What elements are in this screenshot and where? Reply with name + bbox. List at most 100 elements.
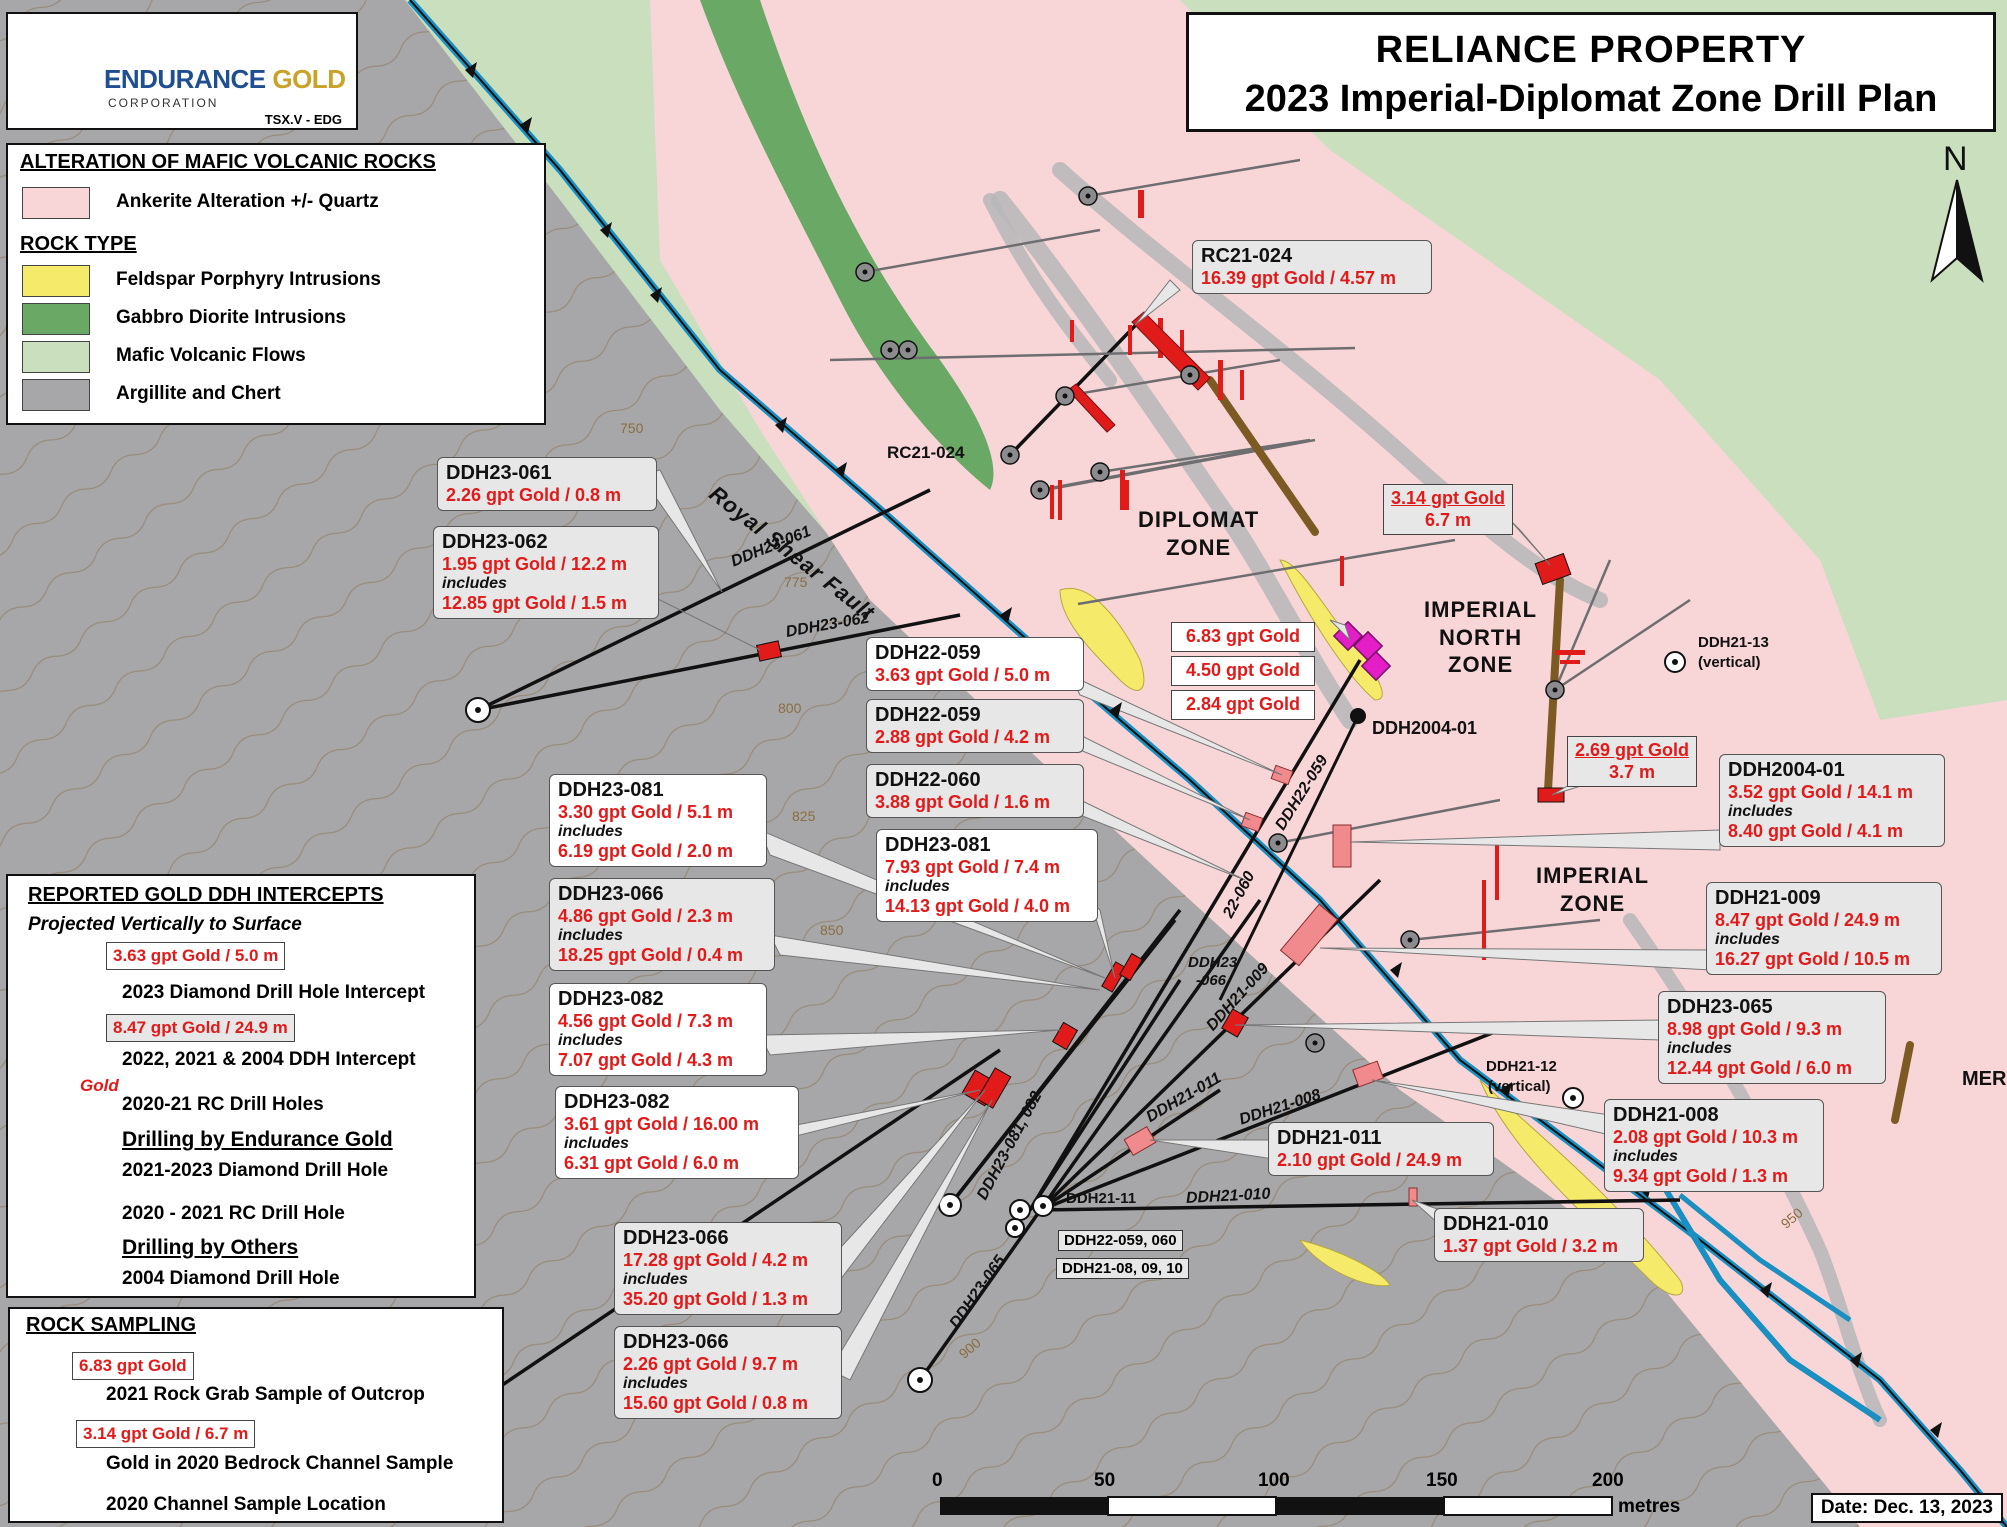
gold-legend-ex1: 3.63 gpt Gold / 5.0 m bbox=[106, 942, 286, 971]
intercept-ddh23-082 bbox=[1051, 1021, 1079, 1051]
rc-bar-3 bbox=[1128, 325, 1132, 355]
diplomat-zone-label: DIPLOMAT ZONE bbox=[1138, 507, 1260, 560]
ddh-collar-dots bbox=[475, 659, 1678, 1383]
intercept-ddh21-011 bbox=[1123, 1126, 1157, 1156]
rc-collar-dots bbox=[862, 193, 1558, 1046]
gold-legend-sub: Projected Vertically to Surface bbox=[28, 914, 302, 935]
callout-ddh23-082a: DDH23-082 4.56 gpt Gold / 7.3 m includes… bbox=[549, 983, 767, 1076]
title-line1: RELIANCE PROPERTY bbox=[1375, 29, 1807, 71]
channel-diplomat bbox=[1206, 376, 1319, 536]
rock-sampling-ex1: 6.83 gpt Gold bbox=[72, 1352, 194, 1381]
rock-legend: ALTERATION OF MAFIC VOLCANIC ROCKS Anker… bbox=[6, 143, 546, 425]
callout-ddh21-011: DDH21-011 2.10 gpt Gold / 24.9 m bbox=[1268, 1122, 1494, 1176]
gold-intercept-legend bbox=[6, 874, 476, 1298]
intercept-ddh21-010 bbox=[1408, 1187, 1418, 1207]
scale-tick-50: 50 bbox=[1094, 1470, 1116, 1491]
hole-label-ddh23-066: DDH23 bbox=[1188, 954, 1238, 971]
callout-ddh23-062: DDH23-062 1.95 gpt Gold / 12.2 m include… bbox=[433, 526, 659, 619]
callout-ddh23-066b: DDH23-066 17.28 gpt Gold / 4.2 m include… bbox=[614, 1222, 842, 1315]
ddh21-12-vertical: (vertical) bbox=[1488, 1078, 1551, 1095]
rc-trace-10 bbox=[1409, 918, 1601, 942]
rc-bar-6 bbox=[1218, 360, 1223, 400]
imperial-north-zone-label: IMPERIAL NORTH ZONE bbox=[1424, 597, 1538, 677]
ddh21-13-label: DDH21-13 bbox=[1698, 634, 1769, 651]
rc-bar-2 bbox=[1070, 320, 1074, 342]
callout-ddh23-061: DDH23-061 2.26 gpt Gold / 0.8 m bbox=[437, 457, 657, 511]
rc-hole-traces bbox=[829, 158, 1691, 942]
logo-ticker: TSX.V - EDG bbox=[264, 112, 342, 127]
rc-trace-11 bbox=[1553, 559, 1612, 691]
rc-trace-4 bbox=[1064, 358, 1281, 398]
rc-bar-15 bbox=[1555, 650, 1585, 655]
callout-ddh21-009: DDH21-009 8.47 gpt Gold / 24.9 m include… bbox=[1706, 882, 1942, 975]
rock-sampling-header: ROCK SAMPLING bbox=[26, 1314, 196, 1336]
rc-trace-8 bbox=[1077, 538, 1456, 606]
intercept-ddh23-065 bbox=[1221, 1008, 1249, 1038]
rc-trace-12 bbox=[1554, 598, 1691, 692]
gabbro-label: Gabbro Diorite Intrusions bbox=[116, 307, 347, 328]
callout-rc21-024: RC21-024 16.39 gpt Gold / 4.57 m bbox=[1192, 240, 1432, 294]
rc-bar-8 bbox=[1120, 470, 1125, 510]
gold-legend-item3: 2020-21 RC Drill Holes bbox=[122, 1094, 324, 1115]
rc-bar-16 bbox=[1560, 660, 1580, 664]
argillite-streak-3 bbox=[983, 193, 1117, 387]
fault-splay-2 bbox=[1678, 1193, 1852, 1323]
drilling-endurance-header: Drilling by Endurance Gold bbox=[122, 1128, 393, 1151]
scale-tick-0: 0 bbox=[932, 1470, 943, 1491]
rc-bar-11 bbox=[1058, 480, 1062, 520]
gold-legend-ex2: 8.47 gpt Gold / 24.9 m bbox=[106, 1014, 295, 1043]
rc21-024-label: RC21-024 bbox=[887, 443, 965, 462]
scale-bar bbox=[940, 1496, 1613, 1516]
mafic-label: Mafic Volcanic Flows bbox=[116, 345, 306, 366]
intercept-ddh21-009 bbox=[1279, 903, 1339, 967]
scale-tick-100: 100 bbox=[1258, 1470, 1290, 1491]
drilling-others-header: Drilling by Others bbox=[122, 1236, 299, 1259]
intercepts-older bbox=[1123, 764, 1418, 1207]
rock-sampling-item3: 2020 Channel Sample Location bbox=[106, 1494, 386, 1515]
intercept-ddh23-062 bbox=[755, 640, 783, 662]
hole-label-ddh23-066b: -066 bbox=[1196, 972, 1227, 989]
logo-corporation: CORPORATION bbox=[108, 96, 219, 110]
gold-legend-bg bbox=[8, 876, 474, 1296]
ankerite-swatch bbox=[22, 187, 90, 219]
trace-ddh21-008 bbox=[1039, 1028, 1501, 1212]
channel-merit bbox=[1891, 1041, 1914, 1124]
royal-shear-fault-edge bbox=[409, 0, 2007, 1527]
gold-legend-item5: 2020 - 2021 RC Drill Hole bbox=[122, 1203, 345, 1224]
rock-sample-3: 2.84 gpt Gold bbox=[1171, 690, 1315, 720]
rc-bar-1 bbox=[1138, 190, 1144, 218]
callout-ddh22-059a: DDH22-059 3.63 gpt Gold / 5.0 m bbox=[866, 637, 1084, 691]
logo-box: ENDURANCE GOLD CORPORATION TSX.V - EDG bbox=[6, 12, 358, 130]
feldspar-porphyry-1 bbox=[1059, 588, 1145, 691]
ddh2004-trace bbox=[1218, 715, 1360, 1001]
callout-ddh22-060: DDH22-060 3.88 gpt Gold / 1.6 m bbox=[866, 764, 1084, 818]
channel-sample-1: 3.14 gpt Gold 6.7 m bbox=[1383, 484, 1513, 536]
collar-ddh2004-01 bbox=[1350, 708, 1366, 724]
rc21-024-bar-2 bbox=[1067, 383, 1116, 433]
gold-legend-header: REPORTED GOLD DDH INTERCEPTS bbox=[28, 884, 384, 906]
callout-ddh23-066a: DDH23-066 4.86 gpt Gold / 2.3 m includes… bbox=[549, 878, 775, 971]
callout-ddh23-066c: DDH23-066 2.26 gpt Gold / 9.7 m includes… bbox=[614, 1326, 842, 1419]
rc-bar-14 bbox=[1482, 880, 1486, 960]
rc-bar-9 bbox=[1125, 480, 1129, 510]
alteration-header: ALTERATION OF MAFIC VOLCANIC ROCKS bbox=[20, 151, 436, 173]
ddh21-13-vertical: (vertical) bbox=[1698, 654, 1761, 671]
callout-ddh23-065: DDH23-065 8.98 gpt Gold / 9.3 m includes… bbox=[1658, 991, 1886, 1084]
rock-sample-2: 4.50 gpt Gold bbox=[1171, 656, 1315, 686]
contour-label-825: 825 bbox=[792, 808, 816, 824]
rc-bar-13 bbox=[1495, 845, 1499, 900]
argillite-swatch bbox=[22, 379, 90, 411]
rc-trace-2 bbox=[864, 228, 1101, 274]
callout-ddh2004-01: DDH2004-01 3.52 gpt Gold / 14.1 m includ… bbox=[1719, 754, 1945, 847]
callout-pointers bbox=[639, 279, 1721, 1381]
callout-ddh21-010: DDH21-010 1.37 gpt Gold / 3.2 m bbox=[1434, 1208, 1644, 1262]
scale-unit: metres bbox=[1618, 1496, 1681, 1517]
rock-sampling-legend bbox=[8, 1307, 504, 1523]
imperial-zone-label: IMPERIAL ZONE bbox=[1536, 863, 1650, 916]
intercept-ddh2004-01 bbox=[1332, 824, 1352, 868]
feldspar-swatch bbox=[22, 265, 90, 297]
gabbro-swatch bbox=[22, 303, 90, 335]
gold-legend-gold-word: Gold bbox=[80, 1076, 119, 1095]
merit-label: MERIT bbox=[1962, 1068, 2007, 1090]
